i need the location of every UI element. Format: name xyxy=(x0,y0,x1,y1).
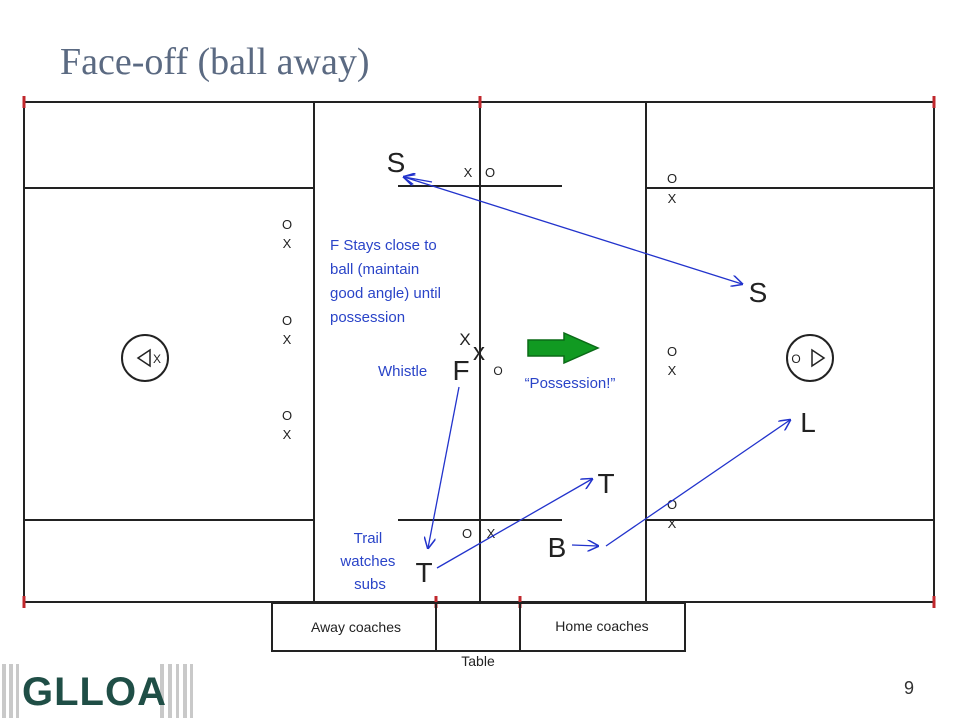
goalie-o-mark: O xyxy=(791,352,800,366)
possession-note: “Possession!” xyxy=(525,375,616,392)
arrow-f-to-t xyxy=(428,386,460,548)
movement-arrows xyxy=(404,177,790,569)
faceoff-x-mark: X xyxy=(459,330,470,349)
goals xyxy=(136,348,826,368)
o-mark: O xyxy=(667,497,677,512)
arrow-t-to-t xyxy=(436,479,592,569)
x-mark: X xyxy=(283,427,292,442)
goal-right-icon xyxy=(811,348,826,368)
table-label: Table xyxy=(461,653,495,669)
home-coaches-label: Home coaches xyxy=(555,618,648,634)
x-mark: X xyxy=(464,165,473,180)
official-f: F xyxy=(452,355,469,386)
o-mark: O xyxy=(462,526,472,541)
o-mark: O xyxy=(282,313,292,328)
x-mark: X xyxy=(668,363,677,378)
goalie-x-mark: X xyxy=(153,352,161,366)
goal-left-icon xyxy=(136,348,151,368)
table-box xyxy=(271,602,686,652)
official-s-top: S xyxy=(387,147,406,178)
logo-bars-icon xyxy=(2,664,193,718)
o-mark: O xyxy=(485,165,495,180)
official-t-mid: T xyxy=(597,468,614,499)
page-number: 9 xyxy=(904,678,915,698)
faceoff-o-mark: O xyxy=(493,364,502,378)
x-mark: X xyxy=(668,191,677,206)
official-l: L xyxy=(800,407,816,438)
official-b: B xyxy=(548,532,567,563)
x-mark: X xyxy=(487,526,496,541)
official-s-right: S xyxy=(749,277,768,308)
x-mark: X xyxy=(283,236,292,251)
o-mark: O xyxy=(282,408,292,423)
ball-mark: x xyxy=(473,339,485,366)
goal-crease-left xyxy=(121,334,169,382)
o-mark: O xyxy=(667,344,677,359)
whistle-note: Whistle xyxy=(378,363,427,380)
away-coaches-label: Away coaches xyxy=(311,619,401,635)
logo: GLLOA xyxy=(22,670,167,714)
arrow-s-to-s xyxy=(404,177,742,284)
o-mark: O xyxy=(282,217,292,232)
official-t-bottom: T xyxy=(415,557,432,588)
arrow-b-short xyxy=(571,545,598,546)
f-stays-note: F Stays close to ball (maintain good ang… xyxy=(330,237,445,326)
x-mark: X xyxy=(668,516,677,531)
trail-note: Trail watches subs xyxy=(339,530,399,593)
arrow-b-to-l xyxy=(605,420,790,547)
page-title: Face-off (ball away) xyxy=(60,41,370,83)
x-mark: X xyxy=(283,332,292,347)
goal-crease-right xyxy=(786,334,834,382)
possession-arrow-icon xyxy=(527,331,600,365)
o-mark: O xyxy=(667,171,677,186)
official-labels: S S F L T B T xyxy=(387,147,816,588)
scorers-table xyxy=(271,602,686,652)
